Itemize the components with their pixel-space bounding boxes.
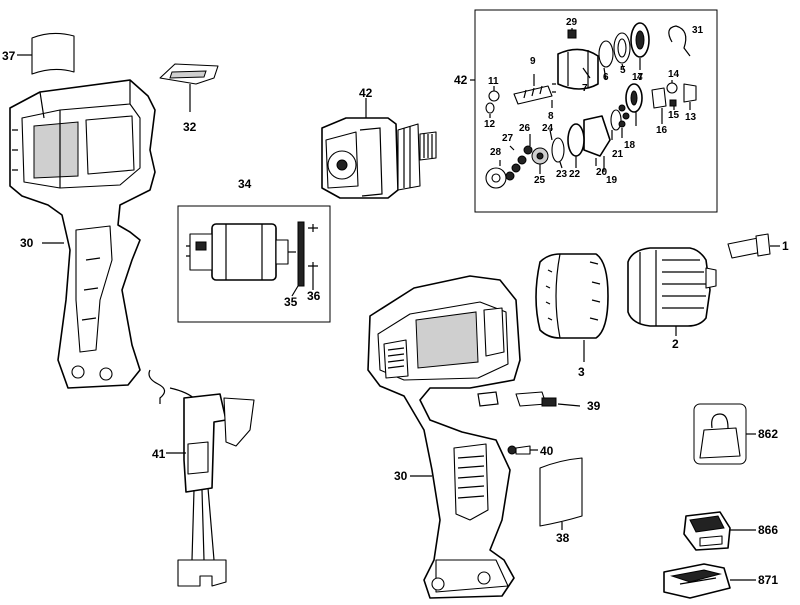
label-2: 2 (672, 337, 679, 351)
label-37: 37 (2, 49, 16, 63)
label-4: 4 (637, 72, 643, 83)
label-12: 12 (484, 119, 496, 130)
label-5: 5 (620, 65, 626, 76)
label-28: 28 (490, 147, 502, 158)
label-23: 23 (556, 169, 568, 180)
label-30b: 30 (394, 469, 408, 483)
label-30a: 30 (20, 236, 34, 250)
label-31: 31 (692, 25, 704, 36)
label-1: 1 (782, 239, 789, 253)
part-866-battery (683, 511, 756, 551)
label-27: 27 (502, 133, 514, 144)
label-866: 866 (758, 523, 778, 537)
part-42-gearbox (321, 98, 437, 199)
label-38: 38 (556, 531, 570, 545)
label-3: 3 (578, 365, 585, 379)
label-42a: 42 (359, 86, 373, 100)
part-39-latch (515, 391, 581, 407)
part-40-screw (507, 445, 538, 455)
part-34-motor (186, 223, 296, 281)
part-34-motor-box (177, 205, 331, 323)
label-42b: 42 (454, 73, 468, 87)
label-39: 39 (587, 399, 601, 413)
label-862: 862 (758, 427, 778, 441)
label-6: 6 (603, 72, 609, 83)
part-1-screw (727, 233, 780, 259)
label-21: 21 (612, 149, 624, 160)
part-42-detail-box (474, 9, 718, 213)
label-15: 15 (668, 110, 680, 121)
part-36-screws (308, 224, 318, 290)
part-3-gear-collar (535, 253, 609, 362)
label-8: 8 (548, 111, 554, 122)
label-26: 26 (519, 123, 531, 134)
label-34: 34 (238, 177, 252, 191)
part-871-charger (663, 563, 756, 599)
gear-detail-parts (485, 22, 697, 189)
label-13: 13 (685, 112, 697, 123)
part-labels: 37 32 42 42 30 34 35 36 41 30 3 2 1 39 4… (2, 17, 789, 587)
part-2-chuck (627, 247, 717, 336)
label-24: 24 (542, 123, 554, 134)
label-19: 19 (606, 175, 618, 186)
label-35: 35 (284, 295, 298, 309)
label-29: 29 (566, 17, 578, 28)
label-7: 7 (582, 83, 588, 94)
part-32-button (159, 63, 219, 112)
part-862-bag (699, 413, 756, 459)
label-14: 14 (668, 69, 680, 80)
assembled-drill (367, 275, 521, 599)
label-25: 25 (534, 175, 546, 186)
detail-leaders (489, 28, 691, 174)
label-871: 871 (758, 573, 778, 587)
part-41-switch (148, 369, 255, 587)
label-20: 20 (596, 167, 608, 178)
label-40: 40 (540, 444, 554, 458)
part-38-label-sheet (539, 457, 583, 530)
label-18: 18 (624, 140, 636, 151)
part-37-label-sheet (17, 32, 75, 75)
label-41: 41 (152, 447, 166, 461)
label-32: 32 (183, 120, 197, 134)
label-16: 16 (656, 125, 668, 136)
label-36: 36 (307, 289, 321, 303)
part-35-pinion (291, 221, 305, 297)
label-17: 17 (632, 72, 644, 83)
label-11: 11 (488, 76, 499, 87)
label-22: 22 (569, 169, 581, 180)
label-9: 9 (530, 56, 536, 67)
part-30-housing-left (9, 79, 156, 389)
